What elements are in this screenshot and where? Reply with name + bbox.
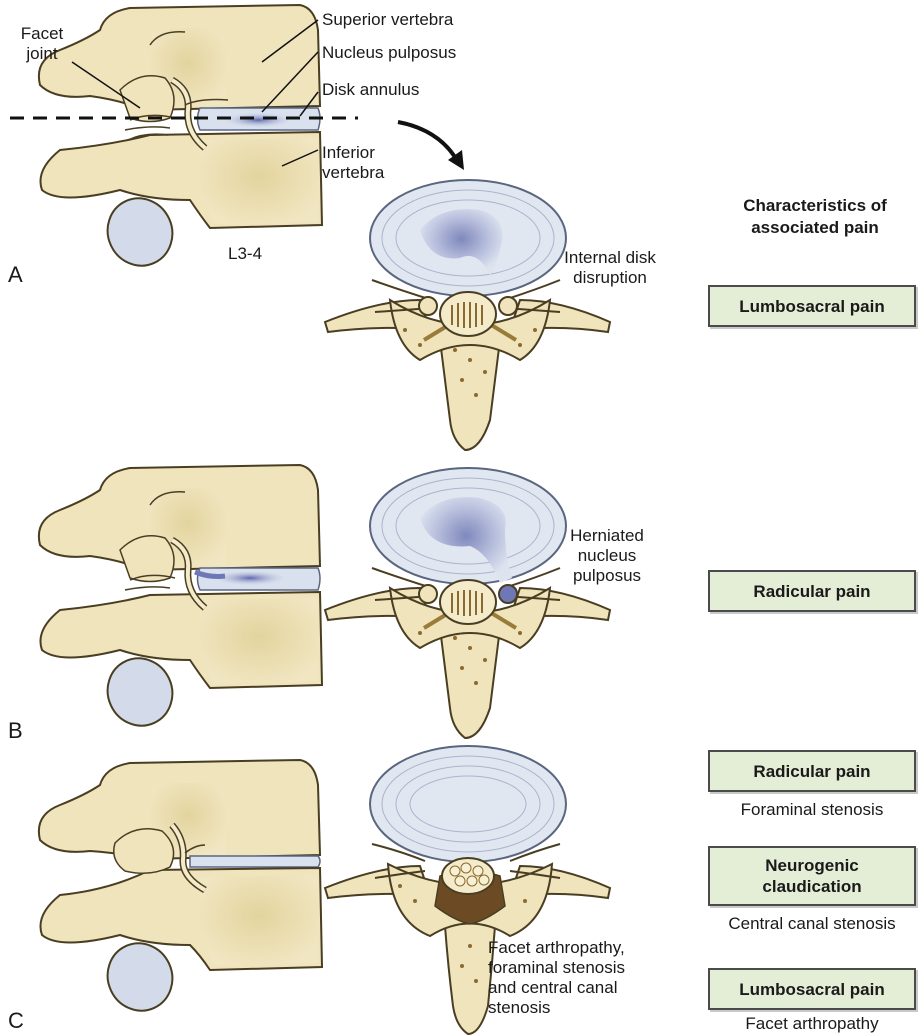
panel-label-c: C [8, 1008, 24, 1034]
lateral-vertebrae-a [39, 5, 322, 276]
panel-label-a: A [8, 262, 23, 288]
inferior-vertebra-label: Inferior vertebra [322, 143, 384, 183]
herniated-nucleus-label: Herniated nucleus pulposus [552, 526, 662, 586]
facet-c-line2: foraminal stenosis [488, 958, 625, 978]
pain-heading: Characteristics of associated pain [710, 195, 920, 239]
facet-c-line4: stenosis [488, 998, 625, 1018]
nucleus-pulposus-label: Nucleus pulposus [322, 43, 456, 63]
radicular-pain-box-c: Radicular pain [708, 750, 916, 792]
herniated-line2: nucleus [552, 546, 662, 566]
disk-annulus-label: Disk annulus [322, 80, 419, 100]
herniated-line3: pulposus [552, 566, 662, 586]
internal-disk-disruption-label: Internal disk disruption [555, 248, 665, 288]
axial-view-b [325, 468, 610, 738]
neurogenic-line2: claudication [762, 876, 861, 897]
lumbosacral-pain-box-a: Lumbosacral pain [708, 285, 916, 327]
axial-view-a [325, 180, 610, 450]
foraminal-stenosis-caption: Foraminal stenosis [708, 800, 916, 820]
lumbosacral-pain-a-text: Lumbosacral pain [739, 296, 884, 317]
superior-vertebra-label: Superior vertebra [322, 10, 453, 30]
facet-joint-line1: Facet [12, 24, 72, 44]
level-label: L3-4 [228, 244, 262, 264]
facet-arthropathy-label: Facet arthropathy, foraminal stenosis an… [488, 938, 625, 1018]
pain-heading-line1: Characteristics of [710, 195, 920, 217]
lumbosacral-pain-box-c: Lumbosacral pain [708, 968, 916, 1010]
lateral-vertebrae-c [39, 760, 322, 1021]
facet-arthropathy-caption: Facet arthropathy [708, 1014, 916, 1034]
radicular-pain-b-text: Radicular pain [753, 581, 870, 602]
radicular-pain-c-text: Radicular pain [753, 761, 870, 782]
panel-label-b: B [8, 718, 23, 744]
inferior-vertebra-line2: vertebra [322, 163, 384, 183]
pain-heading-line2: associated pain [710, 217, 920, 239]
radicular-pain-box-b: Radicular pain [708, 570, 916, 612]
facet-c-line3: and central canal [488, 978, 625, 998]
internal-disruption-line2: disruption [555, 268, 665, 288]
lumbosacral-pain-c-text: Lumbosacral pain [739, 979, 884, 1000]
facet-joint-line2: joint [12, 44, 72, 64]
neurogenic-line1: Neurogenic [765, 855, 859, 876]
inferior-vertebra-line1: Inferior [322, 143, 384, 163]
herniated-line1: Herniated [552, 526, 662, 546]
facet-c-line1: Facet arthropathy, [488, 938, 625, 958]
central-canal-stenosis-caption: Central canal stenosis [708, 914, 916, 934]
lateral-vertebrae-b [39, 465, 322, 736]
facet-joint-label: Facet joint [12, 24, 72, 64]
internal-disruption-line1: Internal disk [555, 248, 665, 268]
neurogenic-claudication-box: Neurogenic claudication [708, 846, 916, 906]
